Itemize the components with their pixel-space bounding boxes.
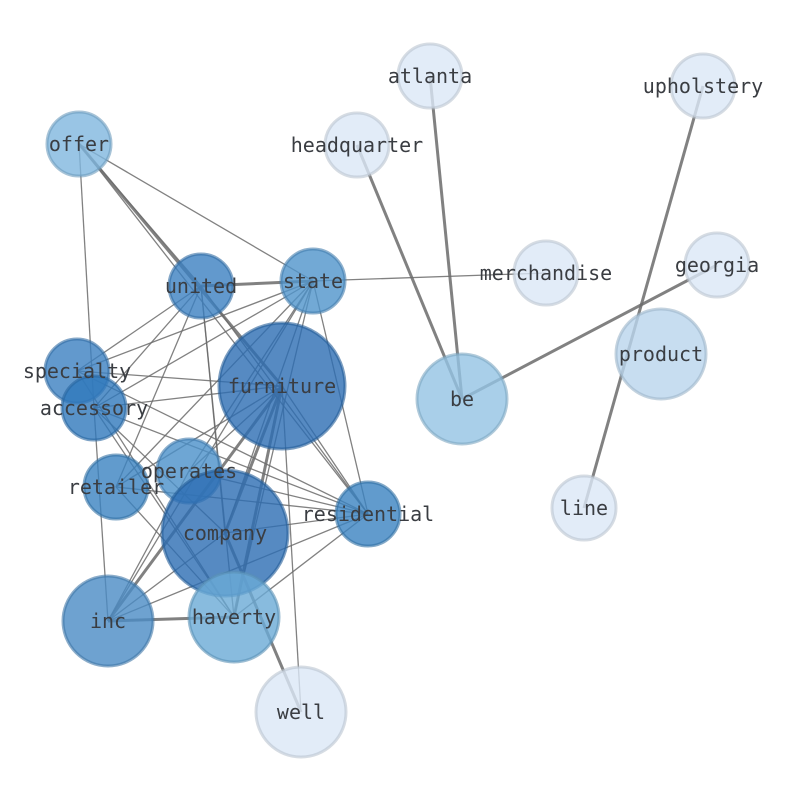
node-label-well: well — [277, 700, 325, 724]
node-label-furniture: furniture — [228, 374, 336, 398]
node-label-headquarter: headquarter — [291, 133, 423, 157]
label-layer: offer united state specialty accessory furnit… — [23, 64, 763, 724]
edge-atlanta-be — [428, 75, 464, 400]
node-label-haverty: haverty — [192, 605, 276, 629]
edge-offer-state — [78, 143, 314, 282]
node-upholstery — [669, 52, 737, 120]
node-accessory — [60, 374, 128, 442]
node-georgia — [683, 231, 751, 299]
node-label-be: be — [450, 387, 474, 411]
edge-accessory-residential — [93, 407, 369, 515]
node-united — [167, 252, 235, 320]
edge-state-accessory — [93, 280, 314, 409]
node-line — [550, 474, 618, 542]
node-label-upholstery: upholstery — [643, 74, 763, 98]
edge-upholstery-line — [582, 85, 705, 509]
node-label-specialty: specialty — [23, 359, 131, 383]
node-label-atlanta: atlanta — [388, 64, 472, 88]
node-label-company: company — [183, 521, 267, 545]
node-label-united: united — [165, 274, 237, 298]
node-state — [279, 247, 347, 315]
node-label-product: product — [619, 342, 703, 366]
edge-georgia-be — [461, 263, 718, 401]
node-label-accessory: accessory — [40, 396, 148, 420]
node-label-state: state — [283, 269, 343, 293]
edge-layer — [76, 75, 718, 713]
node-inc — [61, 574, 155, 668]
node-atlanta — [396, 42, 464, 110]
edge-specialty-residential — [76, 370, 369, 515]
node-label-operates: operates — [141, 459, 237, 483]
node-retailer — [82, 453, 150, 521]
node-headquarter — [323, 111, 391, 179]
edge-state-retailer — [115, 280, 314, 488]
node-merchandise — [512, 239, 580, 307]
node-well — [254, 665, 348, 759]
node-residential — [334, 480, 402, 548]
node-be — [415, 352, 509, 446]
node-haverty — [187, 570, 281, 664]
node-layer — [43, 42, 751, 759]
node-label-merchandise: merchandise — [480, 261, 612, 285]
node-furniture — [217, 321, 347, 451]
node-product — [614, 307, 708, 401]
node-label-retailer: retailer — [68, 475, 164, 499]
node-label-georgia: georgia — [675, 253, 759, 277]
edge-state-merchandise — [312, 272, 547, 282]
edge-state-specialty — [76, 280, 314, 372]
node-label-line: line — [560, 496, 608, 520]
node-label-inc: inc — [90, 609, 126, 633]
node-offer — [45, 110, 113, 178]
node-label-residential: residential — [302, 502, 434, 526]
edge-offer-residential — [78, 143, 369, 515]
node-label-offer: offer — [49, 132, 109, 156]
